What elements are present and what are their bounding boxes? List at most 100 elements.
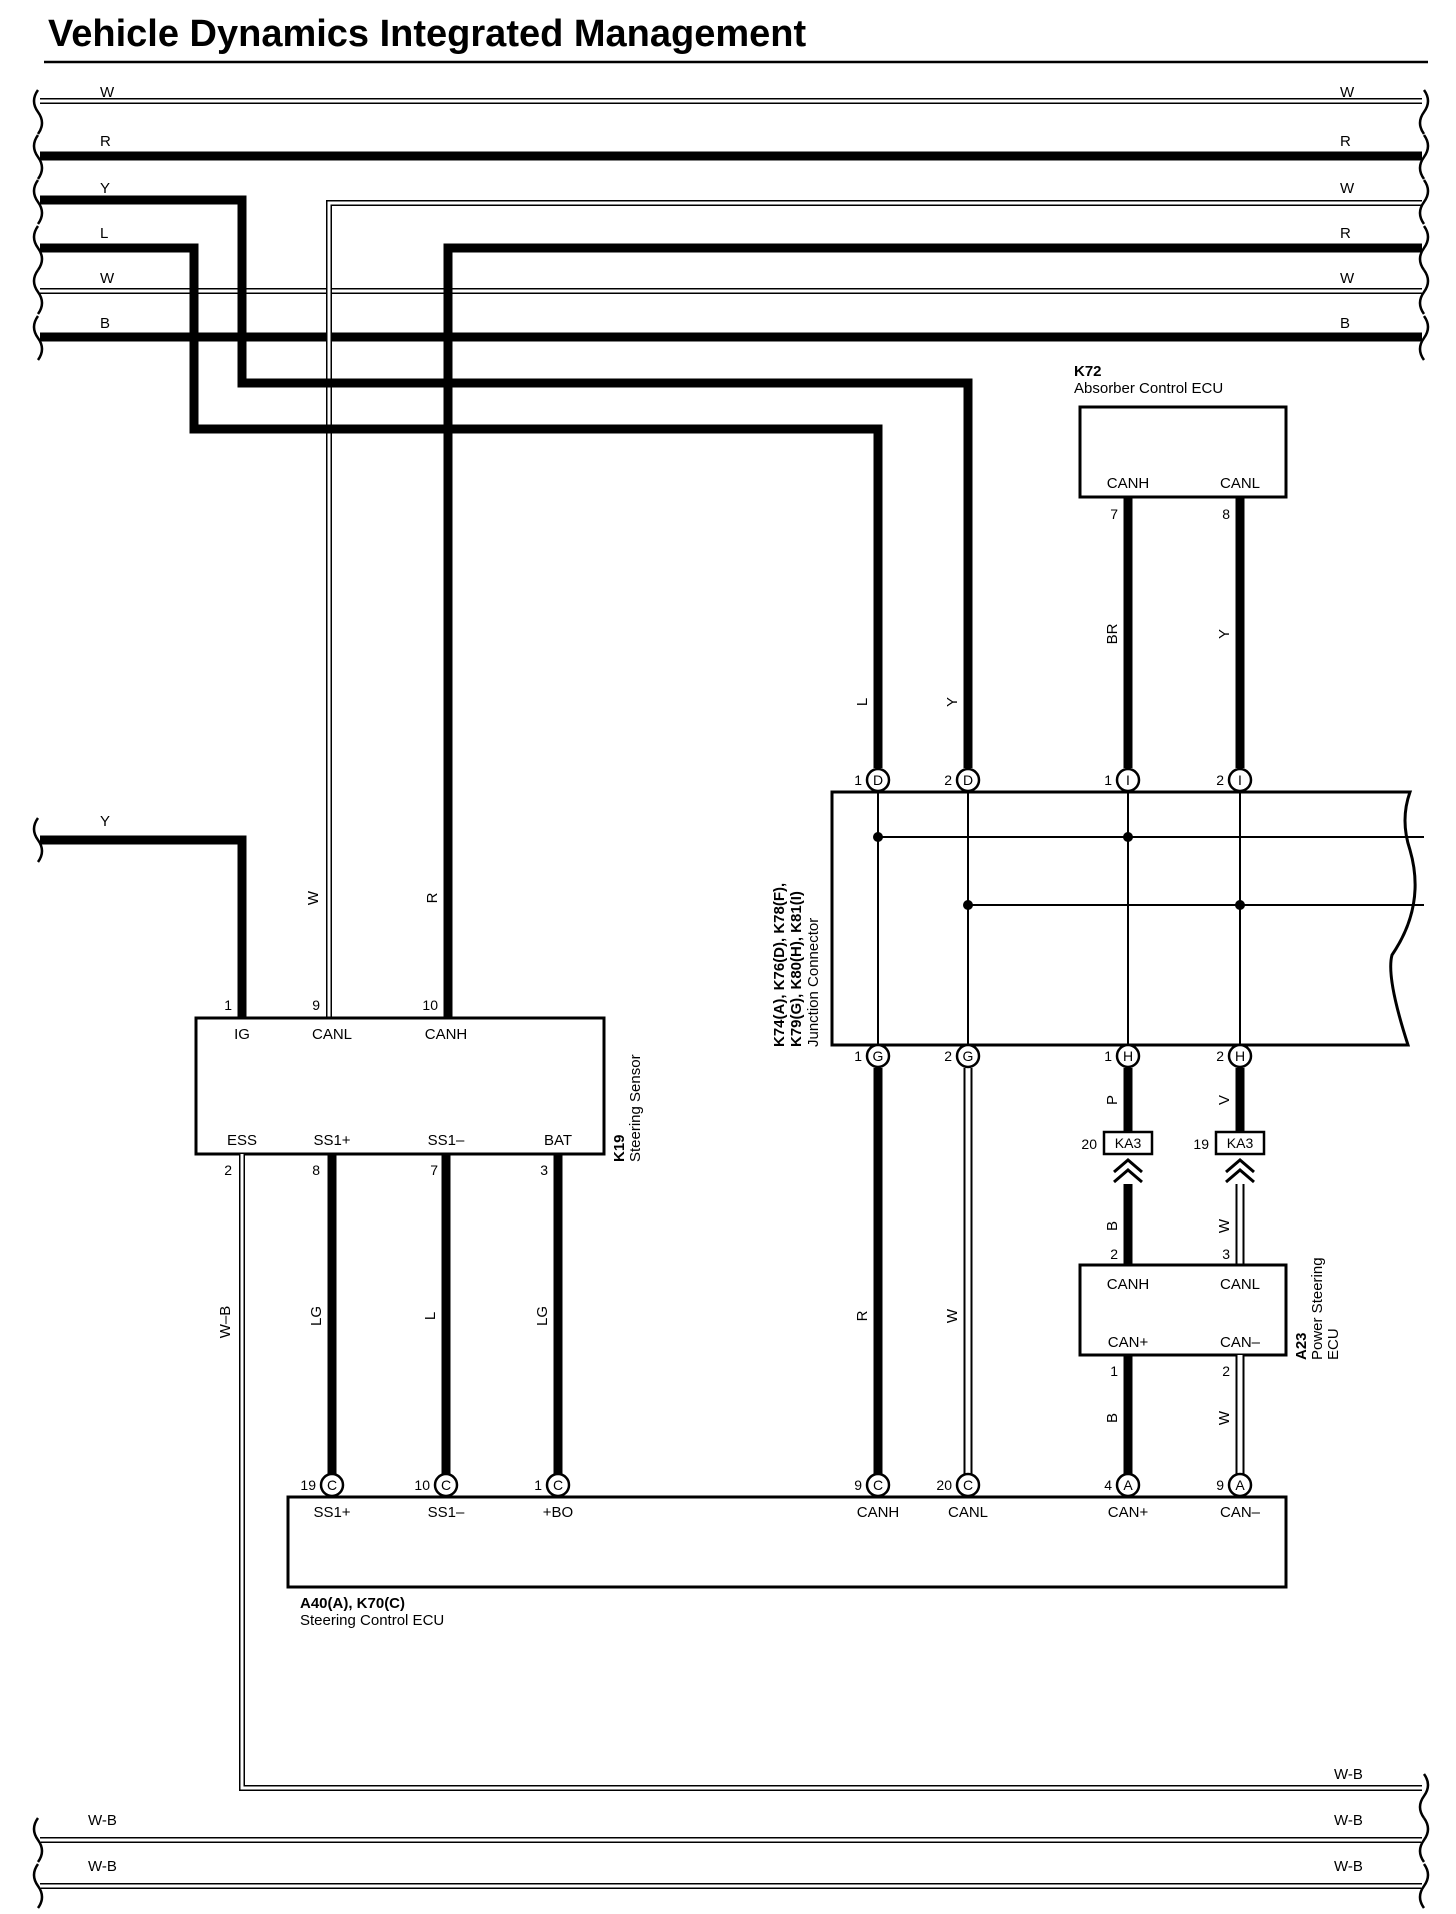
wire-k19-ig <box>40 835 247 1018</box>
svg-text:D: D <box>963 772 973 788</box>
break-marks <box>32 89 1430 1909</box>
svg-text:1: 1 <box>854 1048 862 1064</box>
ecu-pin-9a: A 9 CAN– <box>1216 1472 1261 1521</box>
svg-text:19: 19 <box>300 1477 316 1493</box>
wire-label-w-canl: W <box>944 1308 961 1323</box>
bus-label-wb-2-left: W-B <box>88 1812 117 1829</box>
junction-ids-1: K74(A), K76(D), K78(F), <box>771 883 788 1047</box>
bus-label-left-4: L <box>100 225 108 242</box>
junction-pin-i1: I 1 <box>1104 767 1141 793</box>
k19-name: Steering Sensor <box>627 1054 644 1162</box>
junction-splice-points <box>873 832 1245 910</box>
wire-label-l-2: L <box>422 1312 439 1320</box>
svg-text:2: 2 <box>944 772 952 788</box>
k19-term-ss1plus: SS1+ <box>313 1132 350 1149</box>
a23-pin-2: 2 <box>1110 1246 1118 1262</box>
a23-pin-1: 1 <box>1110 1363 1118 1379</box>
k19-pin-3: 3 <box>540 1162 548 1178</box>
svg-text:C: C <box>441 1477 451 1493</box>
svg-text:CAN+: CAN+ <box>1108 1504 1149 1521</box>
junction-pin-h2: H 2 <box>1216 1043 1253 1069</box>
wire-y-junction <box>40 195 973 768</box>
svg-text:19: 19 <box>1193 1136 1209 1152</box>
a23-term-canplus: CAN+ <box>1108 1334 1149 1351</box>
svg-text:1: 1 <box>854 772 862 788</box>
k19-pin-10: 10 <box>422 997 438 1013</box>
k72-name: Absorber Control ECU <box>1074 380 1223 397</box>
k19-id: K19 <box>611 1134 628 1162</box>
bus-label-wb-2-right: W-B <box>1334 1812 1363 1829</box>
a23-name-1: Power Steering <box>1309 1257 1326 1360</box>
bus-label-wb-3-right: W-B <box>1334 1858 1363 1875</box>
bus-label-right-6: B <box>1340 315 1350 332</box>
wire-label-b-canplus: B <box>1104 1413 1121 1423</box>
wire-label-y-junction: Y <box>944 697 961 707</box>
steering-control-ecu-name: Steering Control ECU <box>300 1612 444 1629</box>
k19-pin-8: 8 <box>312 1162 320 1178</box>
svg-text:CANH: CANH <box>857 1504 900 1521</box>
a23-ecu-box <box>1078 1263 1288 1357</box>
ka3-connector-19: KA3 19 <box>1193 1130 1266 1184</box>
bus-label-left-2: R <box>100 133 111 150</box>
svg-text:9: 9 <box>854 1477 862 1493</box>
svg-text:20: 20 <box>1081 1136 1097 1152</box>
page-title: Vehicle Dynamics Integrated Management <box>48 13 806 55</box>
ecu-pin-1c: C 1 +BO <box>534 1472 573 1521</box>
k19-term-ss1minus: SS1– <box>428 1132 465 1149</box>
svg-text:I: I <box>1238 772 1242 788</box>
svg-text:D: D <box>873 772 883 788</box>
k19-term-canl: CANL <box>312 1026 352 1043</box>
k72-id: K72 <box>1074 363 1102 380</box>
svg-text:4: 4 <box>1104 1477 1112 1493</box>
wire-label-y-k72: Y <box>1216 629 1233 639</box>
wire-label-lg-1: LG <box>308 1306 325 1326</box>
wire-label-w-k19-canl: W <box>305 890 322 905</box>
svg-text:20: 20 <box>936 1477 952 1493</box>
svg-text:CANL: CANL <box>948 1504 988 1521</box>
svg-text:I: I <box>1126 772 1130 788</box>
wire-label-p: P <box>1104 1095 1121 1105</box>
svg-text:A: A <box>1123 1477 1133 1493</box>
ecu-pin-19c: C 19 SS1+ <box>300 1472 351 1521</box>
junction-ids-2: K79(G), K80(H), K81(I) <box>788 891 805 1047</box>
a23-name-2: ECU <box>1325 1328 1342 1360</box>
wire-label-l-junction: L <box>854 698 871 706</box>
svg-text:2: 2 <box>1216 772 1224 788</box>
k19-term-canh: CANH <box>425 1026 468 1043</box>
wire-label-r-canh: R <box>854 1310 871 1321</box>
svg-text:2: 2 <box>944 1048 952 1064</box>
k72-term-canh: CANH <box>1107 475 1150 492</box>
svg-text:10: 10 <box>414 1477 430 1493</box>
k72-pin-8: 8 <box>1222 506 1230 522</box>
ecu-pin-10c: C 10 SS1– <box>414 1472 465 1521</box>
bus-label-right-1: W <box>1340 84 1355 101</box>
junction-pin-d2: D 2 <box>944 767 981 793</box>
wire-label-w-canminus: W <box>1216 1410 1233 1425</box>
a23-term-canminus: CAN– <box>1220 1334 1261 1351</box>
bus-label-right-2: R <box>1340 133 1351 150</box>
svg-text:1: 1 <box>1104 1048 1112 1064</box>
k72-term-canl: CANL <box>1220 475 1260 492</box>
bus-label-wb-1-right: W-B <box>1334 1766 1363 1783</box>
k19-term-ess: ESS <box>227 1132 257 1149</box>
steering-control-ecu-id: A40(A), K70(C) <box>300 1595 405 1612</box>
ecu-pin-20c: C 20 CANL <box>936 1472 988 1521</box>
svg-text:1: 1 <box>1104 772 1112 788</box>
k19-term-bat: BAT <box>544 1132 572 1149</box>
bus-label-left-5: W <box>100 270 115 287</box>
junction-pin-d1: D 1 <box>854 767 891 793</box>
svg-text:G: G <box>963 1048 974 1064</box>
wire-label-b-ka3: B <box>1104 1221 1121 1231</box>
k19-pin-9: 9 <box>312 997 320 1013</box>
junction-pin-g2: G 2 <box>944 1043 981 1069</box>
bus-label-left-6: B <box>100 315 110 332</box>
a23-term-canh: CANH <box>1107 1276 1150 1293</box>
svg-text:+BO: +BO <box>543 1504 573 1521</box>
wire-label-w-ka3: W <box>1216 1218 1233 1233</box>
k19-sensor-box <box>194 1016 606 1156</box>
wire-label-br: BR <box>1104 623 1121 644</box>
junction-pin-i2: I 2 <box>1216 767 1253 793</box>
wire-label-wb-ess: W–B <box>217 1306 234 1339</box>
a23-pin-2b: 2 <box>1222 1363 1230 1379</box>
